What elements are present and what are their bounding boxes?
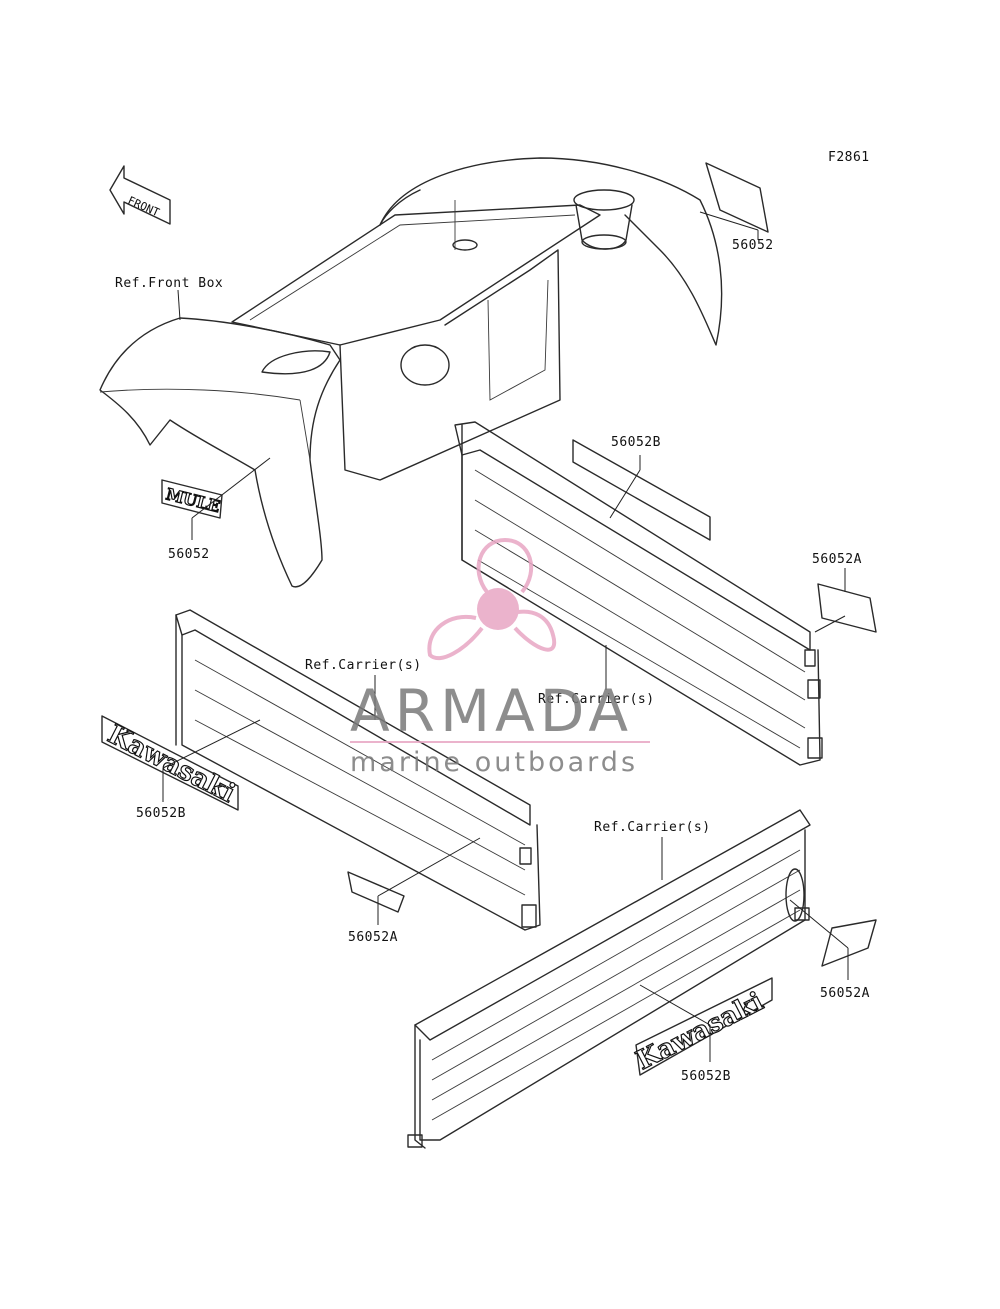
label-56052-top: 56052 (732, 238, 774, 253)
label-ref-front-box: Ref.Front Box (115, 276, 223, 291)
label-56052a-mid: 56052A (348, 930, 398, 945)
decal-56052a-right (821, 919, 877, 967)
armada-watermark: ARMADA marine outboards (350, 537, 650, 778)
label-56052b-top: 56052B (611, 435, 661, 450)
label-56052b-bottom: 56052B (681, 1069, 731, 1084)
leader-lines (162, 211, 849, 1062)
carrier-panel-middle (175, 609, 541, 931)
part-labels: Ref.Front Box 56052 56052 56052B 56052A … (115, 238, 870, 1084)
label-ref-carrier-3: Ref.Carrier(s) (594, 820, 711, 835)
carrier-panel-tailgate (407, 809, 811, 1149)
label-56052a-right: 56052A (812, 552, 862, 567)
label-ref-carrier-2: Ref.Carrier(s) (538, 692, 655, 707)
cargo-bed-assembly (99, 157, 723, 588)
decal-56052a-mid (347, 871, 405, 913)
label-56052a-low: 56052A (820, 986, 870, 1001)
decal-56052b-strip (572, 439, 711, 541)
figure-id: F2861 (828, 150, 870, 165)
front-arrow-icon: FRONT (109, 165, 171, 225)
label-56052-left: 56052 (168, 547, 210, 562)
watermark-title: ARMADA (350, 677, 633, 745)
front-arrow-label: FRONT (126, 194, 162, 219)
decal-56052-top (705, 162, 769, 233)
mule-decal: MULE (161, 479, 223, 519)
label-56052b-left: 56052B (136, 806, 186, 821)
propeller-logo-icon (427, 537, 557, 661)
kawasaki-decal-left: Kawasaki (101, 715, 240, 811)
label-ref-carrier-1: Ref.Carrier(s) (305, 658, 422, 673)
decal-56052a-top (817, 583, 877, 633)
watermark-subtitle: marine outboards (350, 747, 638, 778)
kawasaki-decal-bottom-text: Kawasaki (632, 987, 769, 1076)
